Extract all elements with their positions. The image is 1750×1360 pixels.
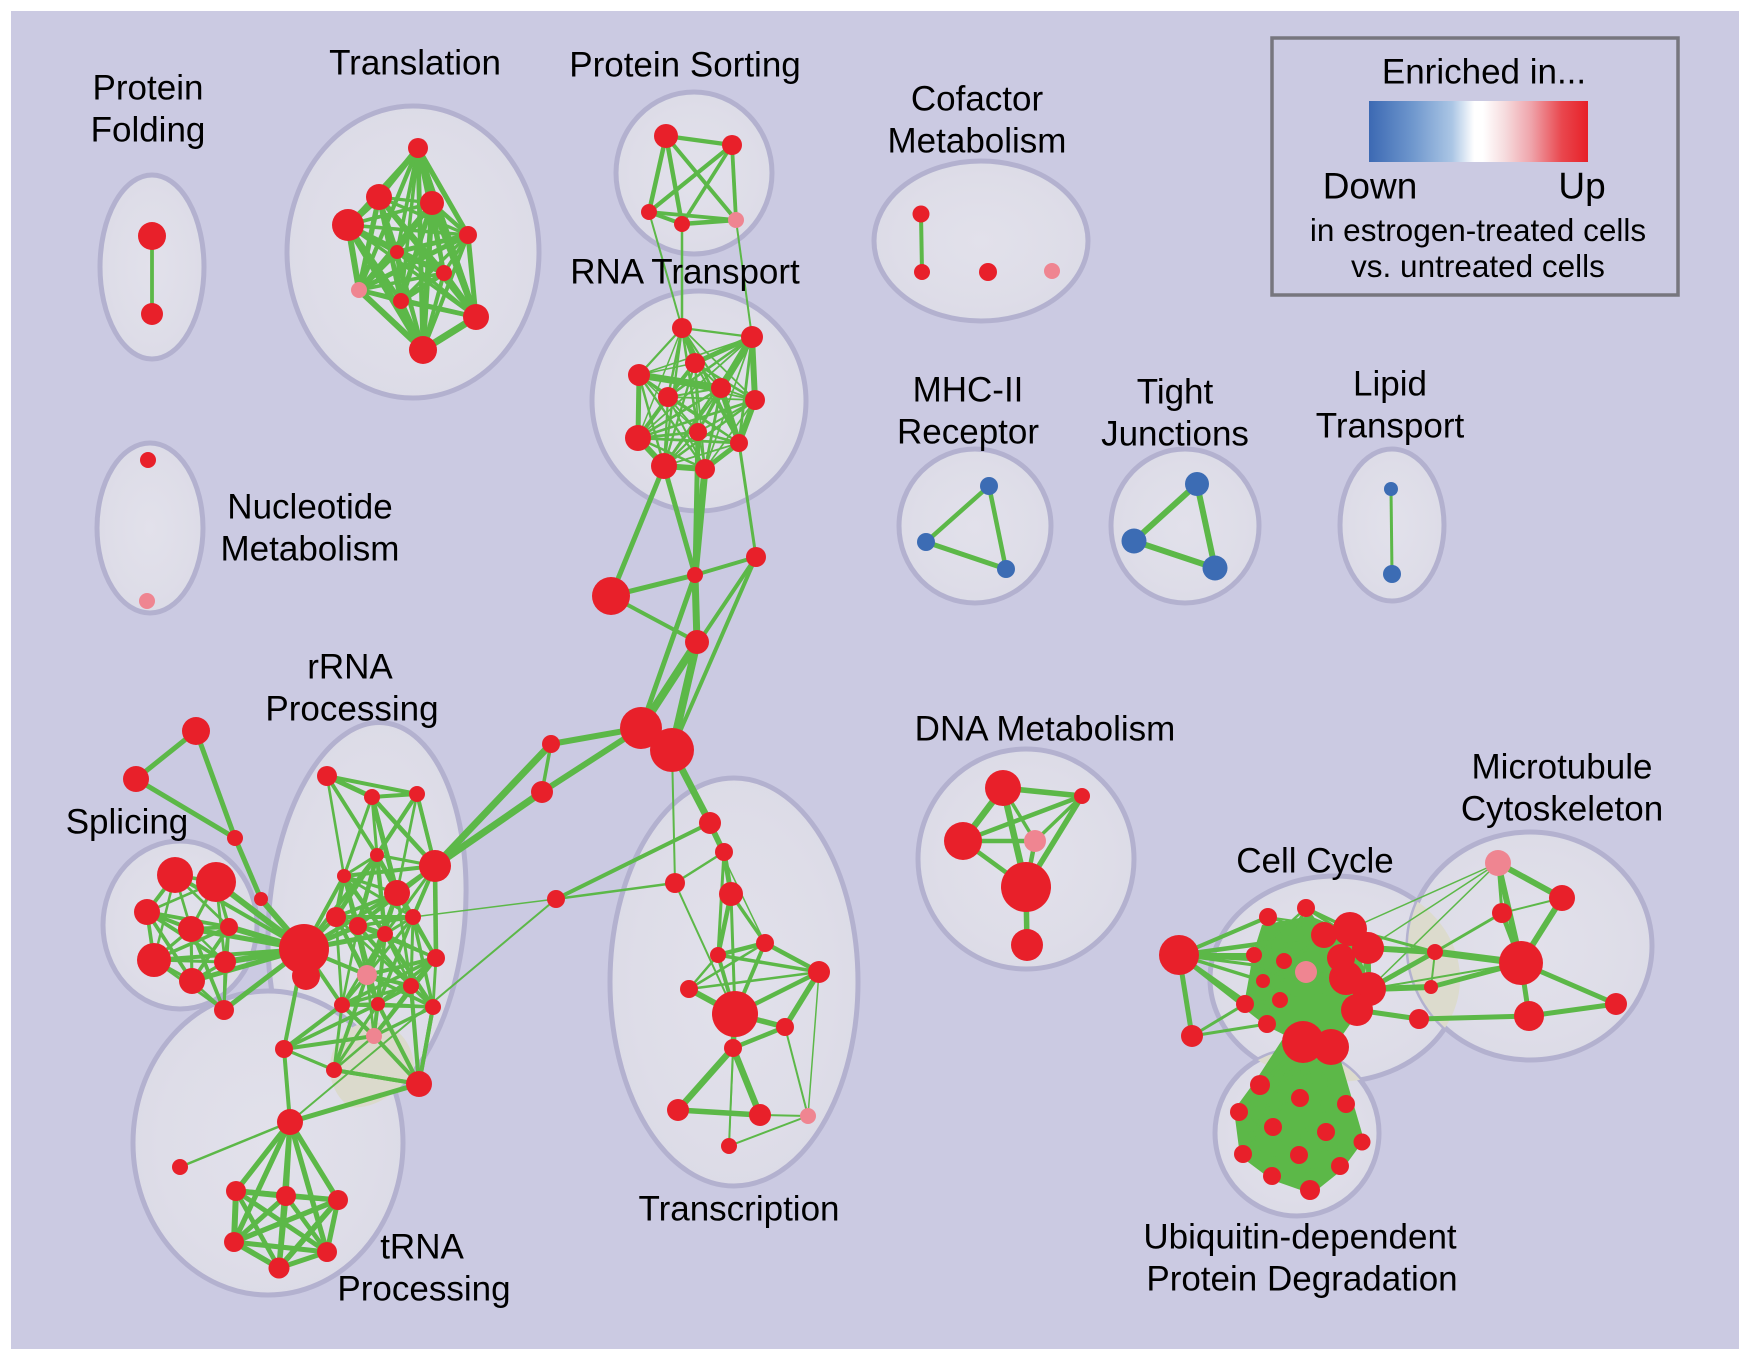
svg-text:Tight: Tight — [1137, 373, 1214, 412]
svg-text:Metabolism: Metabolism — [221, 530, 400, 569]
svg-text:Junctions: Junctions — [1101, 415, 1249, 454]
svg-text:MHC-II: MHC-II — [913, 371, 1024, 410]
svg-text:Transcription: Transcription — [639, 1190, 840, 1229]
svg-text:Protein Sorting: Protein Sorting — [569, 46, 801, 85]
svg-text:RNA Transport: RNA Transport — [570, 253, 800, 292]
svg-text:Protein: Protein — [93, 69, 204, 108]
svg-text:Cofactor: Cofactor — [911, 80, 1044, 119]
svg-text:Processing: Processing — [265, 690, 438, 729]
svg-text:rRNA: rRNA — [307, 648, 393, 687]
svg-text:Protein Degradation: Protein Degradation — [1146, 1260, 1457, 1299]
svg-text:Folding: Folding — [91, 111, 206, 150]
svg-text:tRNA: tRNA — [380, 1228, 464, 1267]
svg-text:Enriched in...: Enriched in... — [1382, 53, 1586, 92]
svg-text:Up: Up — [1558, 166, 1605, 207]
svg-text:Receptor: Receptor — [897, 413, 1039, 452]
svg-text:DNA Metabolism: DNA Metabolism — [915, 710, 1176, 749]
svg-text:Cell Cycle: Cell Cycle — [1236, 842, 1394, 881]
svg-text:vs. untreated cells: vs. untreated cells — [1351, 248, 1605, 284]
svg-text:Ubiquitin-dependent: Ubiquitin-dependent — [1143, 1218, 1457, 1257]
svg-text:Processing: Processing — [337, 1270, 510, 1309]
svg-text:Down: Down — [1323, 166, 1418, 207]
svg-text:Microtubule: Microtubule — [1472, 748, 1653, 787]
svg-text:Cytoskeleton: Cytoskeleton — [1461, 790, 1663, 829]
svg-text:Lipid: Lipid — [1353, 365, 1427, 404]
svg-text:Translation: Translation — [329, 44, 501, 83]
svg-text:in estrogen-treated cells: in estrogen-treated cells — [1310, 212, 1646, 248]
svg-text:Metabolism: Metabolism — [888, 122, 1067, 161]
svg-text:Transport: Transport — [1316, 407, 1465, 446]
svg-text:Nucleotide: Nucleotide — [227, 488, 392, 527]
svg-text:Splicing: Splicing — [66, 803, 189, 842]
